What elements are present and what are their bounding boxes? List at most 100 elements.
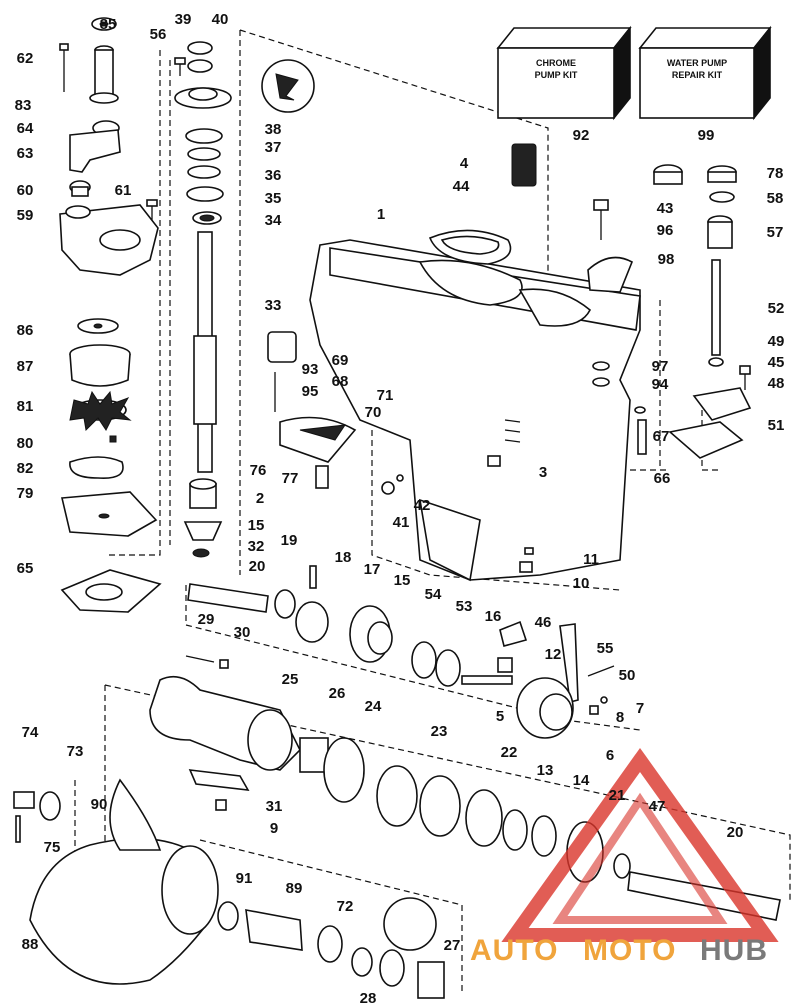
part-callout-62: 62 <box>17 50 34 67</box>
part-callout-26: 26 <box>329 685 346 702</box>
part-callout-46: 46 <box>535 614 552 631</box>
part-callout-56: 56 <box>150 26 167 43</box>
part-callout-55: 55 <box>597 640 614 657</box>
part-callout-7: 7 <box>636 700 644 717</box>
part-callout-15: 15 <box>248 517 265 534</box>
part-callout-49: 49 <box>768 333 785 350</box>
water-pump-repair-kit-line-2: REPAIR KIT <box>672 70 723 80</box>
part-callout-51: 51 <box>768 417 785 434</box>
part-callout-3: 3 <box>539 464 547 481</box>
part-callout-53: 53 <box>456 598 473 615</box>
part-callout-68: 68 <box>332 373 349 390</box>
part-callout-89: 89 <box>286 880 303 897</box>
part-callout-5: 5 <box>496 708 504 725</box>
part-callout-96: 96 <box>657 222 674 239</box>
trim-tab-parts <box>587 164 752 459</box>
chrome-pump-kit-box: CHROME PUMP KIT <box>496 25 632 121</box>
part-callout-21: 21 <box>609 787 626 804</box>
part-callout-73: 73 <box>67 743 84 760</box>
part-callout-37: 37 <box>265 139 282 156</box>
water-pump-parts <box>59 17 162 613</box>
part-callout-77: 77 <box>282 470 299 487</box>
part-callout-32: 32 <box>248 538 265 555</box>
part-callout-9: 9 <box>270 820 278 837</box>
part-callout-81: 81 <box>17 398 34 415</box>
part-callout-35: 35 <box>265 190 282 207</box>
part-callout-19: 19 <box>281 532 298 549</box>
part-callout-44: 44 <box>453 178 470 195</box>
water-pump-repair-kit-box: WATER PUMP REPAIR KIT <box>638 25 772 121</box>
part-callout-47: 47 <box>649 798 666 815</box>
part-callout-60: 60 <box>17 182 34 199</box>
part-callout-20: 20 <box>727 824 744 841</box>
part-callout-54: 54 <box>425 586 442 603</box>
part-callout-29: 29 <box>198 611 215 628</box>
part-callout-43: 43 <box>657 200 674 217</box>
part-callout-90: 90 <box>91 796 108 813</box>
part-callout-39: 39 <box>175 11 192 28</box>
part-callout-85: 85 <box>100 16 117 33</box>
part-callout-70: 70 <box>365 404 382 421</box>
part-callout-80: 80 <box>17 435 34 452</box>
part-callout-6: 6 <box>606 747 614 764</box>
part-callout-15: 15 <box>394 572 411 589</box>
part-callout-87: 87 <box>17 358 34 375</box>
part-callout-66: 66 <box>654 470 671 487</box>
gear-row-parts <box>185 565 615 739</box>
kit-boxes: CHROME PUMP KIT WATER PUMP REPAIR KIT <box>496 25 772 121</box>
part-callout-23: 23 <box>431 723 448 740</box>
automotohub-watermark: AUTO MOTO HUB <box>470 747 779 967</box>
part-callout-4: 4 <box>460 155 469 172</box>
part-callout-50: 50 <box>619 667 636 684</box>
part-callout-25: 25 <box>282 671 299 688</box>
part-callout-76: 76 <box>250 462 267 479</box>
part-callout-45: 45 <box>768 354 785 371</box>
part-callout-40: 40 <box>212 11 229 28</box>
part-callout-64: 64 <box>17 120 34 137</box>
kit-number-92: 92 <box>573 127 590 144</box>
part-callout-10: 10 <box>573 575 590 592</box>
part-callout-2: 2 <box>256 490 264 507</box>
part-callout-59: 59 <box>17 207 34 224</box>
part-callout-86: 86 <box>17 322 34 339</box>
watermark-auto: AUTO <box>470 934 558 967</box>
watermark-moto: MOTO <box>583 934 676 967</box>
part-callout-12: 12 <box>545 646 562 663</box>
part-callout-36: 36 <box>265 167 282 184</box>
part-callout-30: 30 <box>234 624 251 641</box>
chrome-pump-kit-line-2: PUMP KIT <box>535 70 578 80</box>
part-callout-88: 88 <box>22 936 39 953</box>
part-callout-58: 58 <box>767 190 784 207</box>
part-callout-94: 94 <box>652 376 669 393</box>
part-callout-31: 31 <box>266 798 283 815</box>
water-pump-repair-kit-line-1: WATER PUMP <box>667 58 727 68</box>
part-callout-95: 95 <box>302 383 319 400</box>
part-callout-75: 75 <box>44 839 61 856</box>
detail-callout <box>261 59 315 113</box>
watermark-hub: HUB <box>700 934 768 967</box>
part-callout-72: 72 <box>337 898 354 915</box>
propeller-assembly <box>29 778 445 999</box>
part-callout-97: 97 <box>652 358 669 375</box>
part-callout-34: 34 <box>265 212 282 229</box>
gearcase-housing <box>309 143 641 582</box>
part-callout-13: 13 <box>537 762 554 779</box>
part-callout-98: 98 <box>658 251 675 268</box>
part-callout-71: 71 <box>377 387 394 404</box>
part-callout-33: 33 <box>265 297 282 314</box>
part-callout-1: 1 <box>377 206 385 223</box>
part-callout-61: 61 <box>115 182 132 199</box>
part-callout-57: 57 <box>767 224 784 241</box>
part-callout-27: 27 <box>444 937 461 954</box>
part-callout-42: 42 <box>414 497 431 514</box>
chrome-pump-kit-line-1: CHROME <box>536 58 576 68</box>
kit-number-99: 99 <box>698 127 715 144</box>
part-callout-83: 83 <box>15 97 32 114</box>
part-callout-48: 48 <box>768 375 785 392</box>
part-callout-22: 22 <box>501 744 518 761</box>
part-callout-41: 41 <box>393 514 410 531</box>
part-callout-24: 24 <box>365 698 382 715</box>
